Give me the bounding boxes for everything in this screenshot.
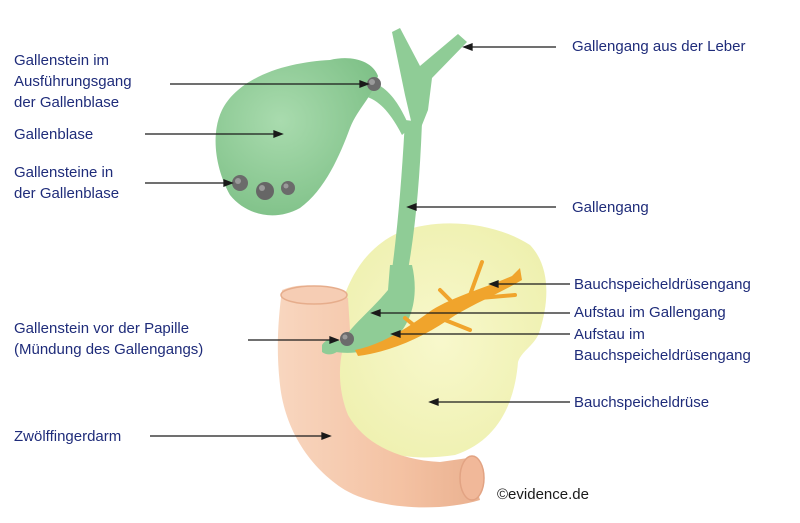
duodenum-upper-opening	[280, 285, 348, 305]
label-stone-cystic-duct: Gallenstein im Ausführungsgang der Galle…	[14, 52, 132, 111]
pancreatic-duct-branches	[403, 260, 517, 332]
label-stone-papilla: Gallenstein vor der Papille (Mündung des…	[14, 320, 204, 358]
label-stones-gallbladder: Gallensteine in der Gallenblase	[14, 164, 120, 202]
gallstone-duct	[367, 77, 381, 91]
label-backflow-bile-duct: Aufstau im Gallengang	[574, 304, 726, 321]
cystic-duct-shape	[360, 80, 410, 135]
label-bile-duct: Gallengang	[572, 199, 649, 216]
label-duodenum: Zwölffingerdarm	[14, 428, 122, 445]
papilla-shape	[322, 338, 342, 355]
gallbladder-shape	[215, 58, 378, 216]
label-backflow-pancreatic-duct: Aufstau im Bauchspeicheldrüsengang	[574, 326, 751, 364]
copyright-notice: ©evidence.de	[497, 486, 589, 503]
bile-duct-shape	[392, 120, 422, 270]
hepatic-duct-shape	[392, 28, 467, 130]
label-pancreas: Bauchspeicheldrüse	[574, 394, 710, 411]
duodenum-lower-opening	[459, 455, 485, 501]
pancreas-shape	[335, 223, 547, 458]
leader-lines	[145, 43, 570, 440]
label-pancreatic-duct: Bauchspeicheldrüsengang	[574, 276, 751, 293]
label-duct-from-liver: Gallengang aus der Leber	[572, 38, 746, 55]
gallstones-gallbladder	[232, 175, 295, 200]
label-gallbladder: Gallenblase	[14, 126, 94, 143]
gallstone-papilla	[340, 332, 354, 346]
dilated-bile-duct-shape	[336, 265, 415, 353]
